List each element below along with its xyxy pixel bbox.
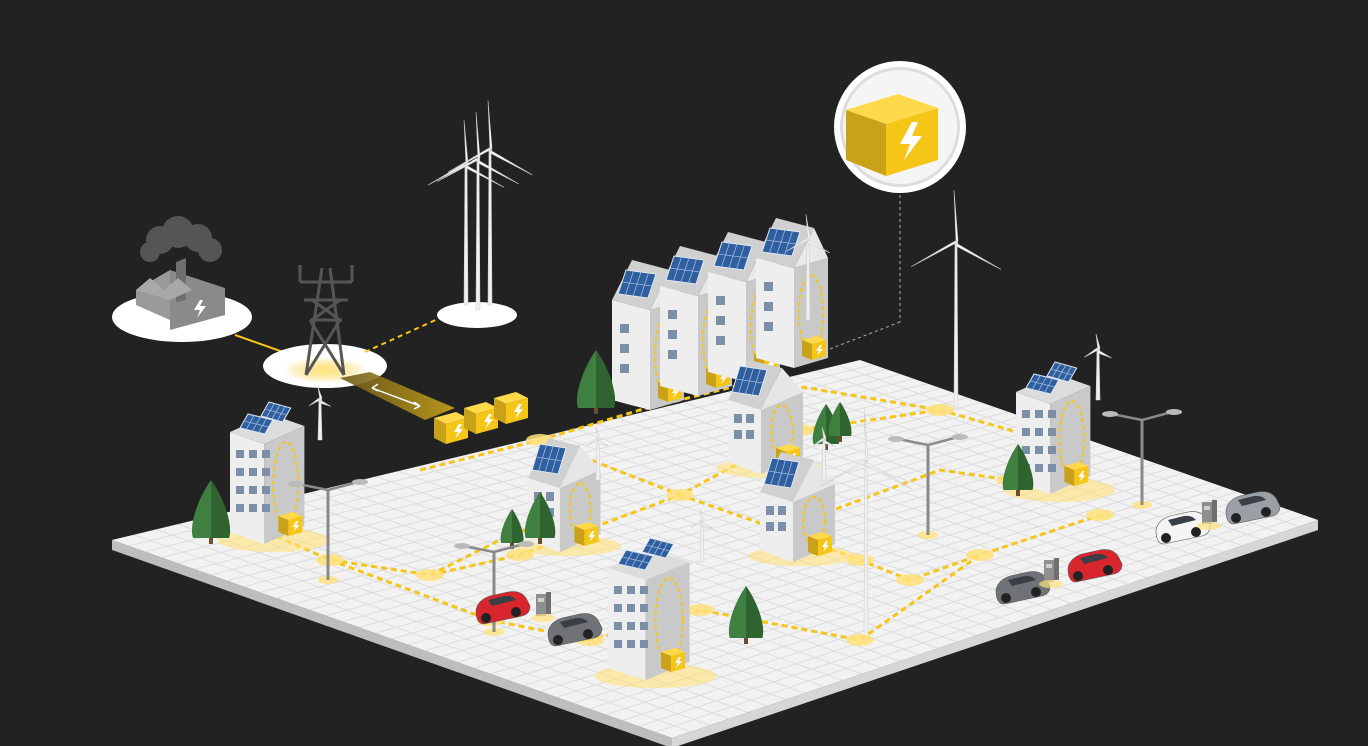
small-wind-turbine bbox=[1084, 333, 1112, 401]
energy-node bbox=[896, 574, 924, 586]
ev-charger bbox=[1197, 500, 1221, 530]
battery-module bbox=[494, 392, 528, 424]
electric-vehicle bbox=[475, 591, 531, 625]
ev-charger bbox=[531, 592, 555, 622]
small-wind-turbine bbox=[308, 387, 332, 441]
battery-module bbox=[464, 402, 498, 434]
energy-node bbox=[666, 489, 694, 501]
lightning-icon bbox=[194, 300, 206, 318]
tree bbox=[576, 350, 616, 414]
electric-vehicle bbox=[1067, 549, 1123, 583]
small-wind-turbine bbox=[586, 427, 610, 481]
energy-node bbox=[686, 604, 714, 616]
small-wind-turbine bbox=[786, 214, 830, 321]
apartment-building bbox=[594, 537, 717, 688]
row-house bbox=[756, 218, 828, 368]
energy-node bbox=[846, 634, 874, 646]
coal-power-plant bbox=[112, 216, 252, 342]
tree bbox=[524, 492, 556, 544]
smoke-cloud bbox=[140, 216, 222, 262]
electric-vehicle bbox=[547, 613, 603, 647]
battery-module bbox=[434, 412, 468, 444]
grid-connection-link bbox=[340, 372, 455, 420]
electric-vehicle bbox=[1225, 491, 1281, 525]
apartment-building bbox=[1003, 361, 1116, 502]
lightning-icon bbox=[454, 424, 463, 439]
street-light bbox=[1102, 409, 1182, 509]
battery-lightning-icon bbox=[846, 94, 938, 176]
small-wind-turbine bbox=[690, 509, 714, 563]
lightning-icon bbox=[514, 404, 523, 419]
small-wind-turbine bbox=[812, 427, 836, 481]
electric-vehicle bbox=[995, 571, 1051, 605]
detached-house bbox=[716, 360, 824, 478]
energy-node bbox=[316, 554, 344, 566]
street-light bbox=[888, 434, 968, 539]
lightning-icon bbox=[484, 414, 493, 429]
tree bbox=[191, 480, 231, 544]
ev-charger bbox=[1039, 558, 1063, 588]
energy-node bbox=[416, 569, 444, 581]
apartment-building bbox=[217, 401, 330, 552]
grid-link-wind bbox=[364, 317, 441, 353]
tree bbox=[728, 586, 764, 644]
community-battery-bank bbox=[434, 392, 528, 444]
street-light bbox=[288, 479, 368, 584]
battery-callout bbox=[819, 61, 966, 355]
energy-node bbox=[1086, 509, 1114, 521]
wind-farm bbox=[427, 100, 533, 328]
tree bbox=[828, 402, 852, 442]
wind-turbine bbox=[437, 111, 519, 311]
energy-node bbox=[926, 404, 954, 416]
large-wind-turbine bbox=[910, 190, 1002, 409]
tree bbox=[1002, 444, 1034, 496]
tree bbox=[500, 509, 524, 549]
energy-node bbox=[966, 549, 994, 561]
wind-turbine bbox=[427, 120, 505, 306]
transmission-tower bbox=[263, 265, 387, 388]
wind-turbine bbox=[447, 100, 533, 306]
detached-house bbox=[748, 452, 856, 566]
large-wind-turbine bbox=[819, 407, 913, 633]
